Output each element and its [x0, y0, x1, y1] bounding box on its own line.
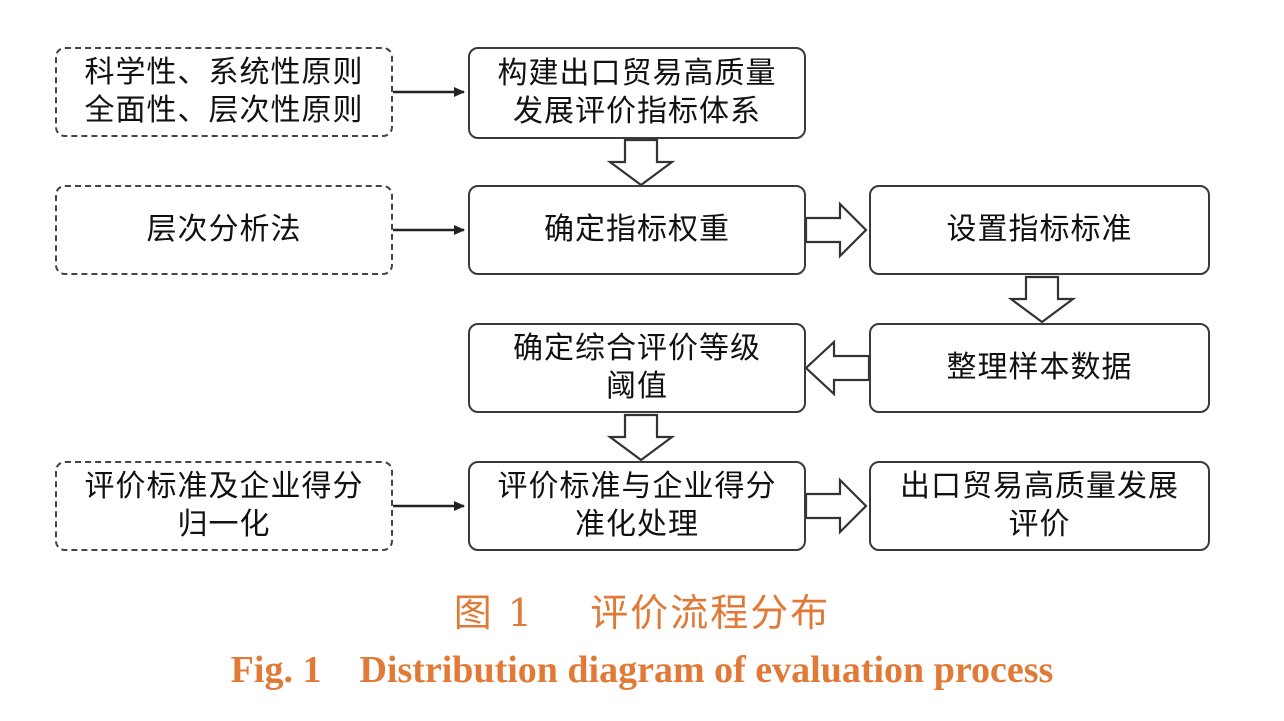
input-ahp: 层次分析法 [55, 185, 393, 275]
input-normalization: 评价标准及企业得分 归一化 [55, 461, 393, 551]
step-organize-data-line-1: 整理样本数据 [946, 350, 1133, 385]
input-principles: 科学性、系统性原则 全面性、层次性原则 [55, 47, 393, 137]
figure-caption-chinese: 图 1 评价流程分布 [453, 591, 831, 635]
input-ahp-line-1: 层次分析法 [146, 212, 302, 247]
input-normalization-line-1: 评价标准及企业得分 [84, 469, 364, 504]
step-set-standards: 设置指标标准 [869, 185, 1210, 275]
step-build-system: 构建出口贸易高质量 发展评价指标体系 [468, 47, 806, 139]
step-grade-threshold: 确定综合评价等级 阈值 [468, 323, 806, 413]
connectors [392, 87, 1077, 535]
step-organize-data: 整理样本数据 [869, 323, 1210, 413]
step-grade-threshold-line-1: 确定综合评价等级 [513, 331, 761, 366]
block-arrow-build-to-weights [606, 138, 676, 187]
step-final-evaluation-line-1: 出口贸易高质量发展 [900, 469, 1179, 504]
step-final-evaluation-line-2: 评价 [1008, 507, 1071, 542]
flowchart: 科学性、系统性原则 全面性、层次性原则 层次分析法 评价标准及企业得分 归一化 … [55, 47, 1210, 551]
input-normalization-line-2: 归一化 [177, 507, 271, 542]
step-standardize: 评价标准与企业得分 准化处理 [468, 461, 806, 551]
step-build-system-line-2: 发展评价指标体系 [513, 94, 761, 129]
figure-caption-english: Fig. 1 Distribution diagram of evaluatio… [230, 649, 1054, 691]
block-arrow-threshold-to-standardize [606, 413, 676, 462]
step-standardize-line-2: 准化处理 [575, 507, 699, 542]
step-determine-weights-line-1: 确定指标权重 [544, 212, 730, 247]
step-standardize-line-1: 评价标准与企业得分 [497, 469, 777, 504]
block-arrow-weights-to-standards [804, 201, 868, 259]
block-arrow-standards-to-data [1007, 275, 1077, 324]
step-final-evaluation: 出口贸易高质量发展 评价 [869, 461, 1210, 551]
input-principles-line-1: 科学性、系统性原则 [84, 55, 364, 90]
block-arrow-data-to-threshold [804, 339, 871, 397]
input-principles-line-2: 全面性、层次性原则 [84, 93, 364, 128]
step-grade-threshold-line-2: 阈值 [606, 369, 668, 404]
step-build-system-line-1: 构建出口贸易高质量 [497, 56, 777, 91]
step-determine-weights: 确定指标权重 [468, 185, 806, 275]
block-arrow-standardize-to-final [804, 477, 868, 535]
step-set-standards-line-1: 设置指标标准 [946, 212, 1133, 247]
